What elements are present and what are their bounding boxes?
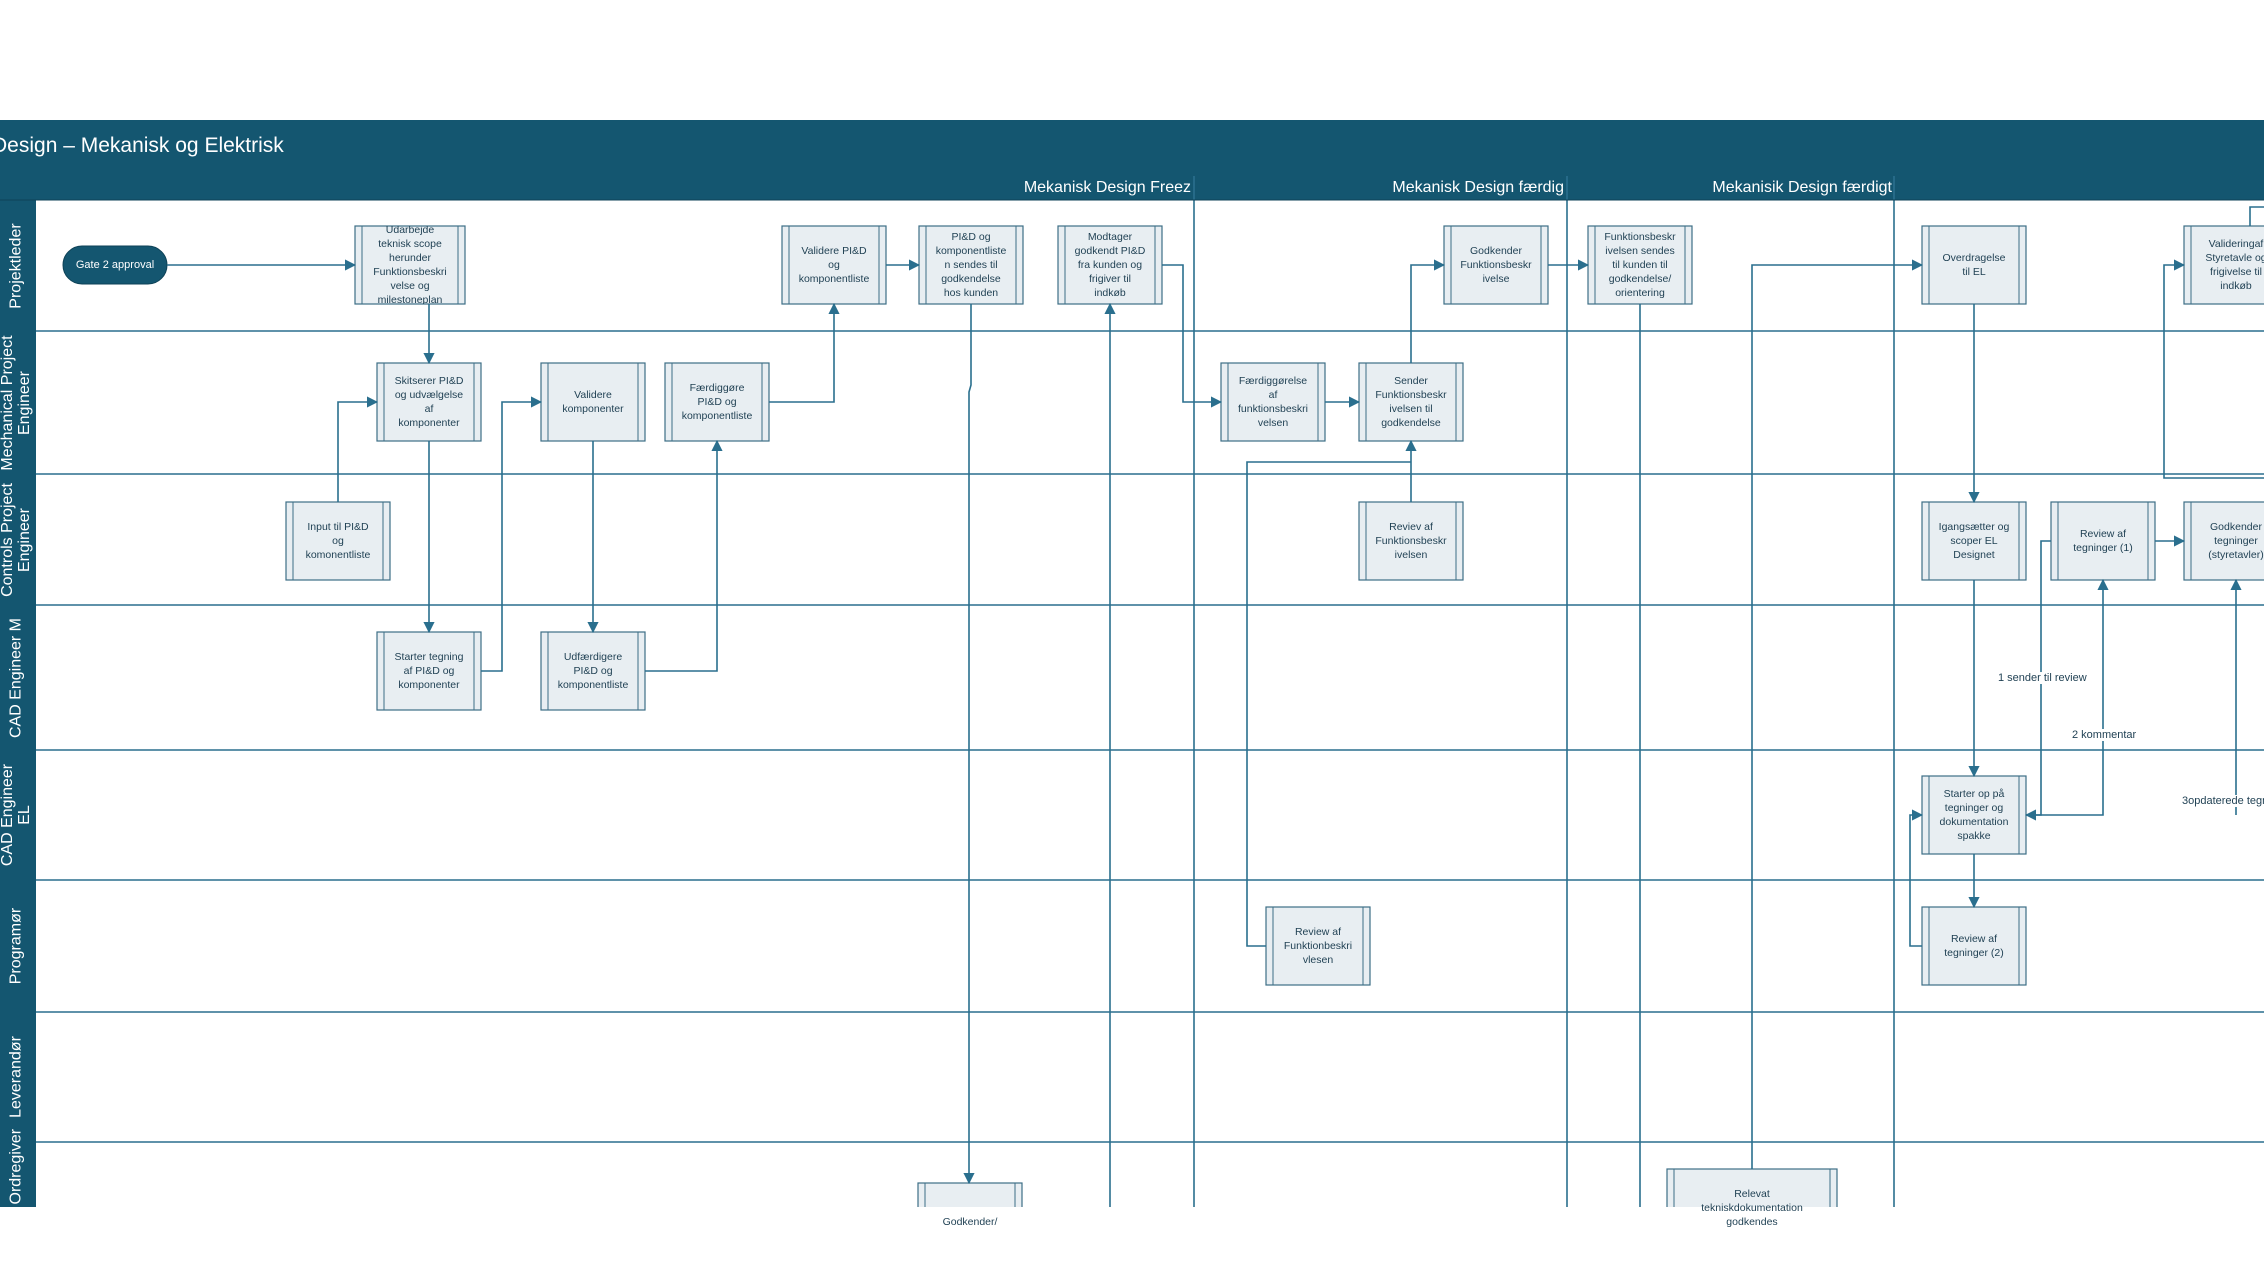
process-label-n15: Reviev af Funktionsbeskrivelsen (1375, 521, 1447, 561)
process-box-n10 (540, 362, 646, 442)
process-label-n13: Sender Funktionsbeskrivelsen til godkend… (1375, 375, 1447, 429)
lane-header-column (0, 200, 36, 1207)
process-box-n4 (1057, 225, 1163, 305)
connector (963, 304, 975, 1185)
process-label-n6: Funktionsbeskrivelsen sendes til kunden … (1604, 231, 1676, 299)
connector (1246, 461, 1411, 947)
process-label-n5: Godkender Funktionsbeskrivelse (1460, 245, 1532, 285)
process-label-n1: Udarbejde teknisk scope herunder Funktio… (373, 226, 447, 304)
process-label-n7: Overdragelse til EL (1942, 252, 2006, 278)
process-box-n18 (2183, 501, 2264, 581)
process-label-n4: Modtager godkendt PI&D fra kunden og fri… (1074, 231, 1146, 299)
process-box-n15 (1358, 501, 1464, 581)
connector (1410, 259, 1446, 363)
process-box-n3 (918, 225, 1024, 305)
start-label: Gate 2 approval (75, 259, 155, 271)
process-box-n6 (1587, 225, 1693, 305)
process-box-n7 (1921, 225, 2027, 305)
process-label-n3: PI&D og komponentlisten sendes til godke… (935, 231, 1007, 299)
connector (1162, 264, 1223, 408)
phase-label-design-faerdigt: Mekanisik Design færdigt (1712, 179, 1892, 196)
process-box-n1 (354, 225, 466, 305)
process-label-n22: Review af Funktionbeskrivlesen (1283, 926, 1353, 966)
connector (645, 439, 723, 672)
process-label-n11: Færdiggøre PI&D og komponentliste (681, 382, 753, 422)
process-label-n2: Validere PI&D og komponentliste (798, 245, 870, 285)
process-label-n21: Starter op på tegninger og dokumentation… (1939, 788, 2009, 842)
process-label-n14: Input til PI&D og komonentliste (305, 521, 371, 561)
process-box-n17 (2050, 501, 2156, 581)
process-label-n10: Validere komponenter (562, 389, 624, 415)
process-box-n21 (1921, 775, 2027, 855)
diagram-title: Design – Mekanisk og Elektrisk (0, 134, 284, 157)
edge-label-e3: 3opdaterede tegn (2180, 795, 2264, 807)
connector (337, 396, 379, 502)
process-box-n25 (1666, 1168, 1838, 1207)
process-label-n16: Igangsætter og scoper EL Designet (1938, 521, 2010, 561)
connector (481, 396, 543, 672)
connector (2249, 206, 2264, 226)
process-label-n20: Udfærdigere PI&D og komponentliste (557, 651, 629, 691)
process-label-n18: Godkender tegninger (styretavler) (2208, 521, 2264, 561)
process-box-n5 (1443, 225, 1549, 305)
phase-header-bar (0, 176, 2264, 200)
process-label-n17: Review af tegninger (1) (2073, 528, 2133, 554)
connector (1751, 259, 1924, 1169)
process-box-n11 (664, 362, 770, 442)
edge-label-e1: 1 sender til review (1996, 672, 2089, 684)
process-box-n9 (376, 362, 482, 442)
process-box-n14 (285, 501, 391, 581)
process-box-n12 (1220, 362, 1326, 442)
phase-label-design-faerdig: Mekanisk Design færdig (1392, 179, 1564, 196)
title-bar (0, 120, 2264, 176)
process-box-n8 (2183, 225, 2264, 305)
process-label-n23: Review af tegninger (2) (1944, 933, 2004, 959)
process-box-n16 (1921, 501, 2027, 581)
process-diagram (0, 176, 2264, 1207)
phase-label-design-freeze: Mekanisk Design Freez (1023, 179, 1191, 196)
edge-label-e2: 2 kommentar (2070, 729, 2139, 741)
process-label-n19: Starter tegning af PI&D og komponenter (394, 651, 464, 691)
connector (2026, 578, 2109, 816)
process-box-n23 (1921, 906, 2027, 986)
process-label-n12: Færdiggørelse af funktionsbeskrivelsen (1237, 375, 1309, 429)
process-box-n22 (1265, 906, 1371, 986)
process-label-n24: Godkender/ (942, 1216, 998, 1228)
connector (769, 302, 840, 403)
process-label-n8: Valideringaf Styretavle og frigivelse ti… (2205, 238, 2264, 292)
connector (2163, 259, 2264, 479)
process-label-n9: Skitserer PI&D og udvælgelse af komponen… (394, 375, 464, 429)
process-box-n19 (376, 631, 482, 711)
process-label-n25: Relevat tekniskdokumentation godkendes (1701, 1188, 1803, 1228)
connector (1909, 809, 1924, 947)
